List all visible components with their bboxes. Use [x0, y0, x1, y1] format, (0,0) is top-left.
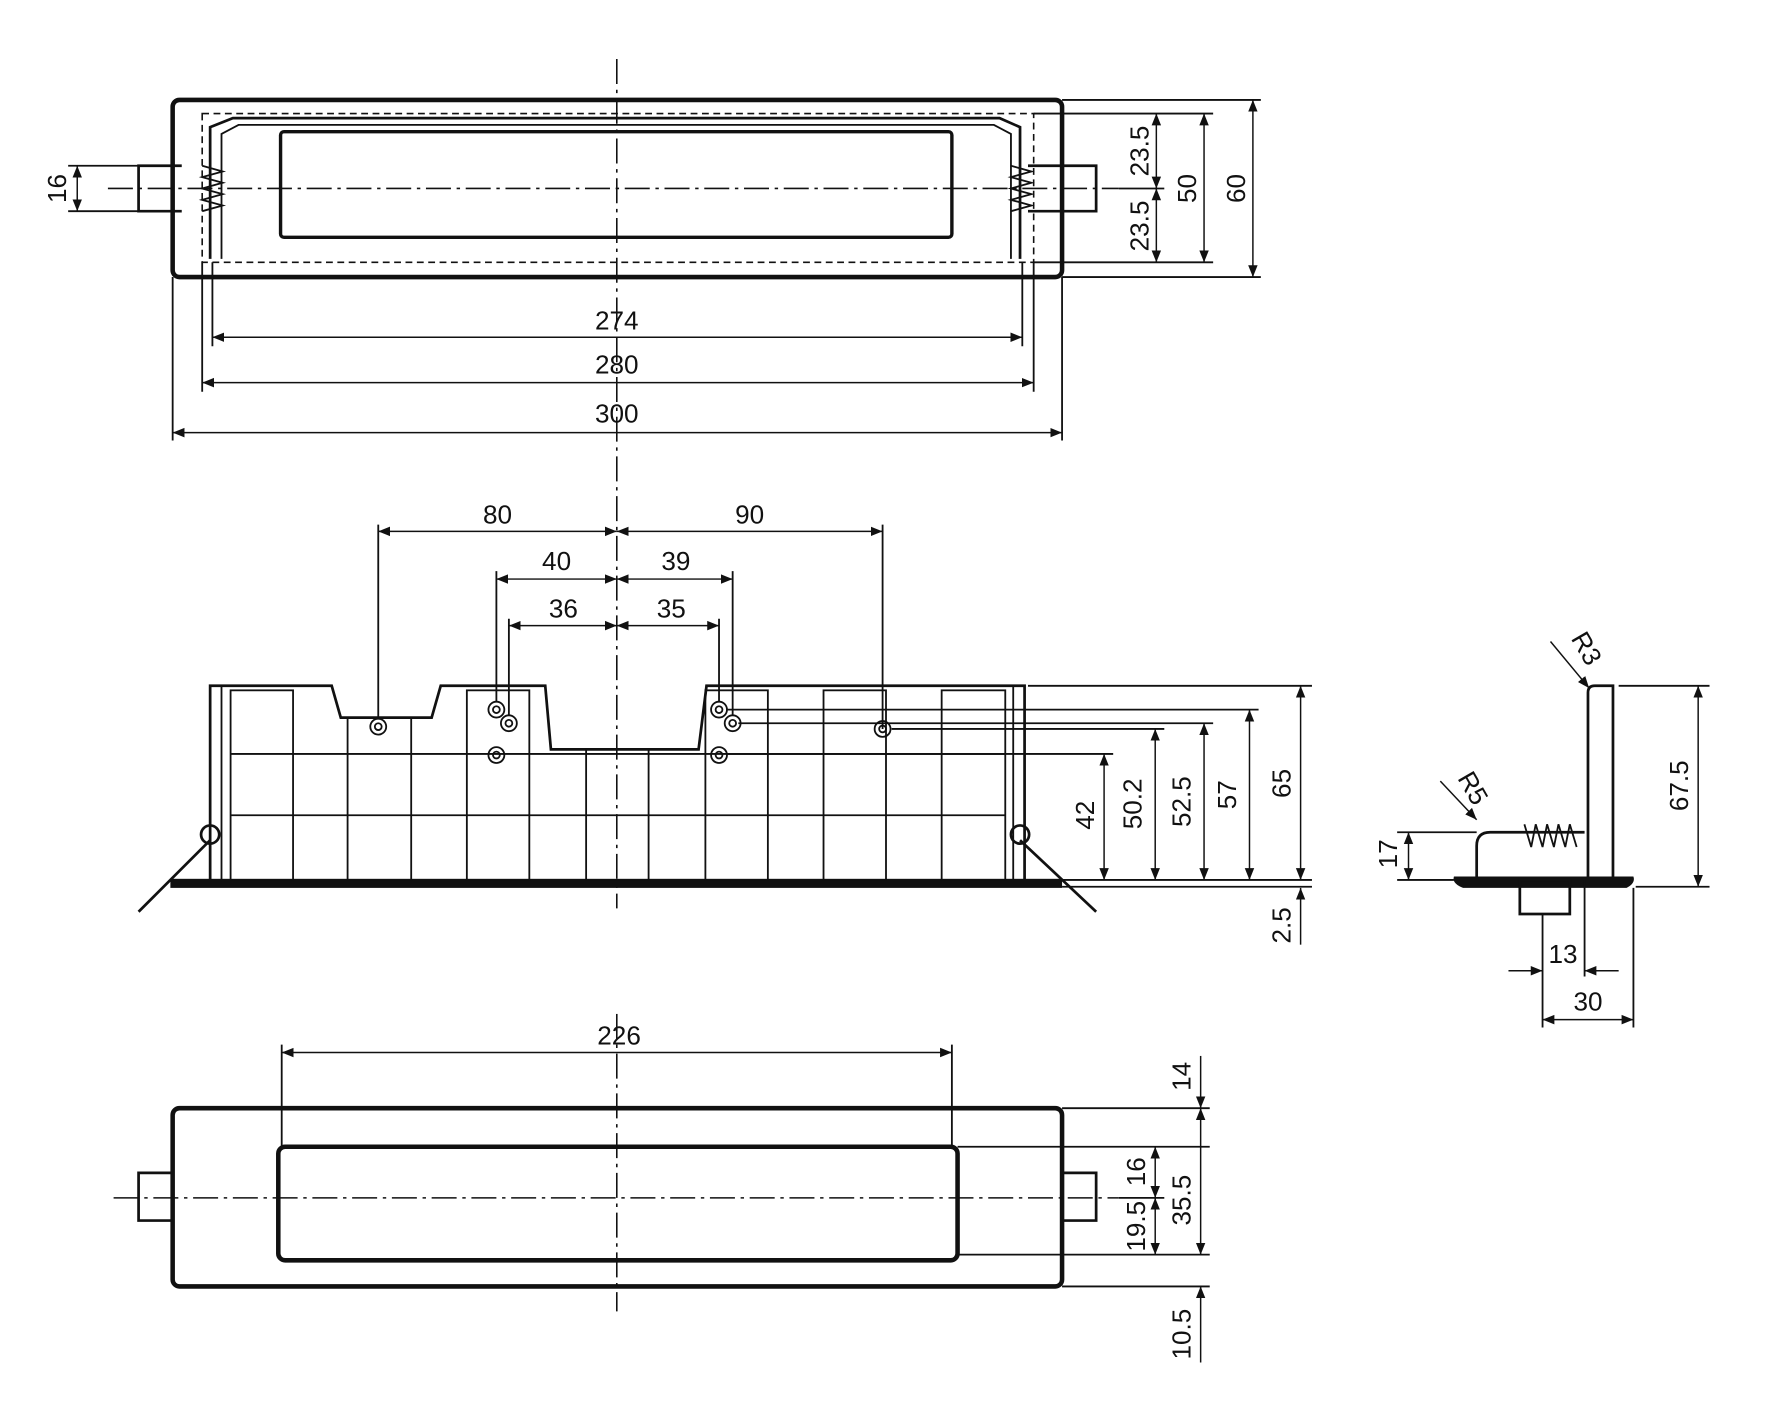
dim-half-upper: 23.5	[1124, 126, 1154, 177]
dim-inner-height: 50	[1172, 174, 1202, 203]
dim-hole-right-inner: 35	[657, 594, 686, 624]
dim-hole-right-outer: 90	[735, 499, 764, 529]
dim-tab-width: 16	[42, 174, 72, 203]
dim-h57: 57	[1212, 780, 1242, 809]
dim-tab: 13	[1548, 939, 1577, 969]
dim-hole-left-inner: 36	[549, 594, 578, 624]
top-view: 16 23.5 23.5 50 60 274 280 300	[42, 97, 1261, 441]
dim-hole-left-mid: 40	[542, 546, 571, 576]
dim-upper-half: 16	[1121, 1157, 1151, 1186]
dim-outer-height: 60	[1221, 174, 1251, 203]
dim-opening-height: 35.5	[1166, 1175, 1196, 1226]
dim-h50-2: 50.2	[1118, 778, 1148, 829]
dim-hole-left-outer: 80	[483, 499, 512, 529]
dim-plate: 2.5	[1266, 907, 1296, 943]
bottom-view: 226 14 16 19.5 35.5 10.5	[113, 1013, 1210, 1363]
dim-r5: R5	[1452, 766, 1495, 810]
dim-r3: R3	[1565, 626, 1608, 670]
dim-h42: 42	[1070, 801, 1100, 830]
dim-h65: 65	[1266, 769, 1296, 798]
dim-half-lower: 23.5	[1124, 201, 1154, 252]
dim-lower-half: 19.5	[1121, 1201, 1151, 1252]
clip-spring-icon	[137, 824, 1098, 913]
side-view: R3 R5 67.5 17 13 30	[1373, 626, 1710, 1028]
dim-bottom-margin: 10.5	[1166, 1309, 1196, 1360]
front-view: 80 90 40 39 36 35 42 50.2 52.5 57 65 2.5	[137, 499, 1312, 945]
dim-h52-5: 52.5	[1166, 776, 1196, 827]
dim-depth: 30	[1573, 987, 1602, 1017]
dim-housing: 17	[1373, 839, 1403, 868]
dim-hole-right-mid: 39	[661, 546, 690, 576]
dim-top-margin: 14	[1166, 1062, 1196, 1091]
dim-opening-width: 226	[597, 1021, 641, 1051]
spring-icon	[1523, 824, 1578, 848]
dim-height: 67.5	[1664, 760, 1694, 811]
